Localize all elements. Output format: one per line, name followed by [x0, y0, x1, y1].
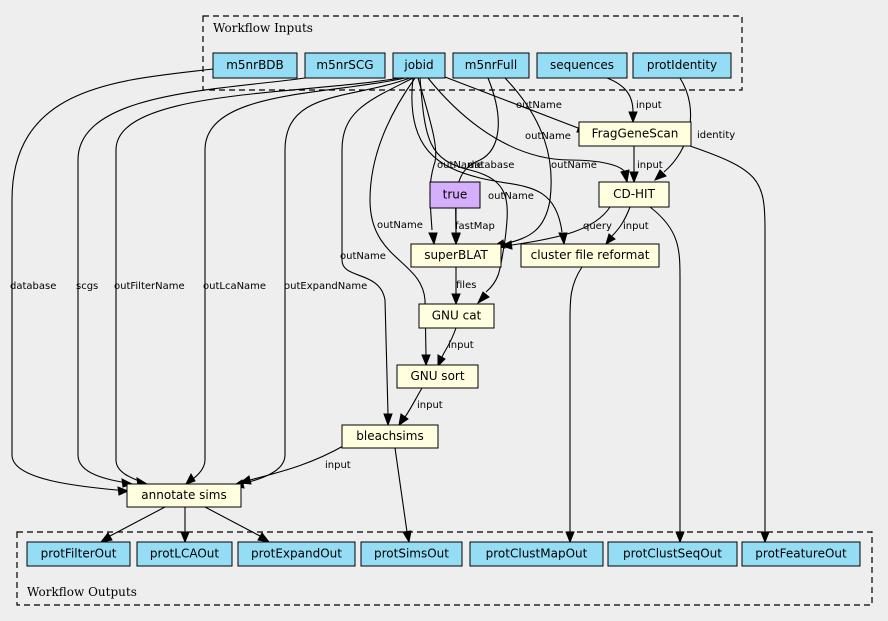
edge-label-outname-sort: outName: [377, 220, 423, 231]
edge-fgs-featureout: [689, 145, 770, 544]
input-m5nrbdb-label: m5nrBDB: [226, 58, 284, 72]
edge-label-input-bleach: input: [417, 400, 443, 411]
output-protexpandout-label: protExpandOut: [251, 547, 342, 561]
input-jobid-label: jobid: [403, 58, 433, 72]
output-protfeatureout-label: protFeatureOut: [755, 547, 847, 561]
output-protfilterout[interactable]: protFilterOut: [26, 541, 131, 567]
edge-true-superblat: fastMap: [451, 208, 495, 246]
edge-label-outlcaname: outLcaName: [203, 281, 266, 292]
output-protclustmapout-label: protClustMapOut: [486, 547, 588, 561]
workflow-outputs-label: Workflow Outputs: [27, 585, 137, 599]
input-m5nrfull[interactable]: m5nrFull: [452, 52, 530, 79]
output-protclustseqout[interactable]: protClustSeqOut: [607, 541, 738, 567]
edge-sequences-fraggenescan: input: [606, 77, 662, 124]
edge-label-input-sort: input: [448, 340, 474, 351]
step-fraggenescan-label: FragGeneScan: [592, 127, 679, 141]
edge-label-input-annotate: input: [325, 460, 351, 471]
input-m5nrbdb[interactable]: m5nrBDB: [212, 52, 298, 79]
input-jobid[interactable]: jobid: [392, 52, 446, 79]
edge-m5nrscg-annotate: scgs: [76, 77, 306, 488]
edge-label-scgs: scgs: [76, 281, 98, 292]
edge-label-database: database: [10, 281, 56, 292]
output-protexpandout[interactable]: protExpandOut: [237, 541, 356, 567]
output-protclustmapout[interactable]: protClustMapOut: [469, 541, 604, 567]
step-bleachsims-label: bleachsims: [356, 429, 423, 443]
edge-label-outname-bleach: outName: [340, 251, 386, 262]
edge-jobid-bleachsims: outName: [340, 77, 414, 427]
value-true-label: true: [443, 188, 468, 202]
output-protlcaout[interactable]: protLCAOut: [136, 541, 233, 567]
step-superblat-label: superBLAT: [424, 248, 488, 262]
edge-annotate-lcaout: [180, 507, 190, 544]
step-gnusort-label: GNU sort: [410, 369, 464, 383]
input-protidentity[interactable]: protIdentity: [632, 52, 732, 79]
edge-m5nrbdb-annotate: database: [10, 68, 214, 496]
input-sequences-label: sequences: [550, 58, 614, 72]
workflow-inputs-label: Workflow Inputs: [213, 21, 313, 35]
step-cdhit-label: CD-HIT: [613, 187, 656, 201]
output-protfilterout-label: protFilterOut: [41, 547, 117, 561]
input-protidentity-label: protIdentity: [647, 58, 717, 72]
edge-cdhit-reformat: input: [605, 206, 649, 246]
edge-label-database-blat: database: [468, 160, 514, 171]
edge-label-outname-reformat: outName: [551, 160, 597, 171]
edge-label-input-cdhit: input: [637, 160, 663, 171]
step-superblat[interactable]: superBLAT: [410, 243, 502, 268]
edge-label-fastmap: fastMap: [455, 221, 495, 232]
step-cdhit[interactable]: CD-HIT: [598, 181, 670, 208]
edge-label-outname-blat: outName: [437, 160, 483, 171]
edge-label-files: files: [456, 280, 476, 291]
workflow-inputs-cluster: Workflow Inputs: [202, 15, 743, 91]
input-m5nrscg-label: m5nrSCG: [316, 58, 373, 72]
edge-annotate-expandout: [204, 506, 271, 543]
step-gnucat[interactable]: GNU cat: [418, 303, 495, 329]
output-protsimsout-label: protSimsOut: [374, 547, 449, 561]
edge-annotate-filterout: [99, 506, 166, 543]
edge-gnucat-gnusort: input: [437, 327, 474, 368]
step-gnusort[interactable]: GNU sort: [396, 364, 479, 389]
edges: database scgs outFilterName outLcaName o…: [10, 68, 770, 544]
input-sequences[interactable]: sequences: [536, 52, 628, 79]
edge-jobid-gnusort: outName: [369, 77, 431, 367]
edge-jobid-fraggenescan: outName: [431, 71, 591, 133]
edge-cdhit-superblat: query: [500, 206, 612, 250]
edge-bleachsims-simsout: [394, 447, 412, 544]
output-protfeatureout[interactable]: protFeatureOut: [741, 541, 861, 567]
step-cluster-file-reformat-label: cluster file reformat: [531, 248, 650, 262]
output-protsimsout[interactable]: protSimsOut: [360, 541, 463, 567]
step-cluster-file-reformat[interactable]: cluster file reformat: [520, 243, 660, 268]
edge-reformat-clustmapout: [565, 266, 583, 544]
step-fraggenescan[interactable]: FragGeneScan: [578, 121, 692, 147]
edge-gnusort-bleachsims: input: [398, 387, 443, 427]
nodes: m5nrBDB m5nrSCG jobid m5nrFull sequences…: [26, 52, 861, 567]
edge-label-identity: identity: [697, 130, 735, 141]
workflow-outputs-cluster: Workflow Outputs: [16, 531, 873, 606]
step-annotate-sims-label: annotate sims: [141, 488, 226, 502]
output-protclustseqout-label: protClustSeqOut: [623, 547, 722, 561]
edge-label-outfiltername: outFilterName: [114, 281, 185, 292]
input-m5nrscg[interactable]: m5nrSCG: [304, 52, 386, 79]
step-annotate-sims[interactable]: annotate sims: [126, 483, 242, 508]
step-gnucat-label: GNU cat: [432, 309, 482, 323]
edge-label-input-reformat: input: [623, 221, 649, 232]
value-true[interactable]: true: [429, 181, 481, 209]
edge-cdhit-clustseqout: [649, 206, 685, 544]
step-bleachsims[interactable]: bleachsims: [341, 424, 439, 449]
edge-label-query: query: [583, 221, 612, 232]
output-protlcaout-label: protLCAOut: [150, 547, 219, 561]
input-m5nrfull-label: m5nrFull: [465, 58, 517, 72]
edge-bleachsims-annotate: input: [238, 444, 351, 485]
edge-label-outname-cat: outName: [488, 191, 534, 202]
edge-label-outname-cdhit: outName: [525, 131, 571, 142]
edge-jobid-annotate-lca: outLcaName: [185, 77, 406, 485]
edge-label-outname-fgs: outName: [516, 100, 562, 111]
edge-superblat-gnucat: files: [451, 267, 476, 306]
edge-label-outexpandname: outExpandName: [284, 281, 367, 292]
edge-fgs-cdhit: input: [629, 146, 663, 184]
edge-label-input-fgs: input: [636, 100, 662, 111]
